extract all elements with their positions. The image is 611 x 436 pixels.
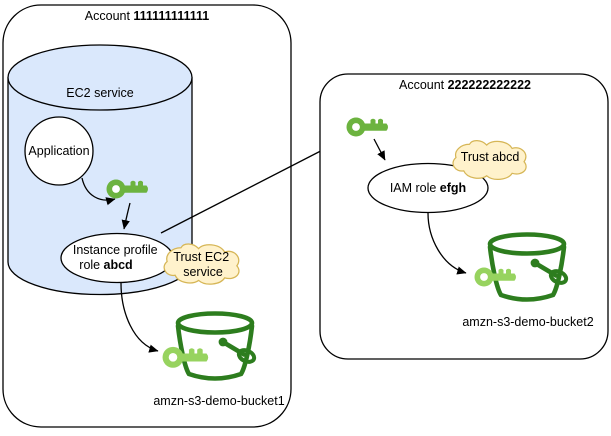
arrow-key-to-instance-profile-role — [121, 202, 131, 230]
trust-ec2-cloud-label: Trust EC2 service — [173, 250, 232, 279]
ec2-service-label: EC2 service — [66, 86, 133, 100]
arrow-instance-profile-to-account2-key — [160, 138, 345, 234]
application-circle — [24, 116, 94, 186]
trust-abcd-cloud-label: Trust abcd — [461, 150, 520, 164]
iam-role-ellipse — [367, 162, 489, 214]
arrow-application-to-key — [81, 177, 116, 206]
trust-ec2-cloud: Trust EC2 service — [163, 243, 240, 285]
trust-abcd-cloud: Trust abcd — [452, 140, 527, 180]
arrow-instance-profile-to-bucket1 — [120, 282, 159, 353]
account-2-box — [319, 73, 609, 360]
arrow-iam-role-to-bucket2 — [427, 212, 467, 275]
bucket2-label: amzn-s3-demo-bucket2 — [462, 315, 593, 329]
arrow-key-to-iam-role — [373, 138, 386, 161]
application-label: Application — [28, 144, 89, 158]
bucket1-label: amzn-s3-demo-bucket1 — [153, 394, 284, 408]
